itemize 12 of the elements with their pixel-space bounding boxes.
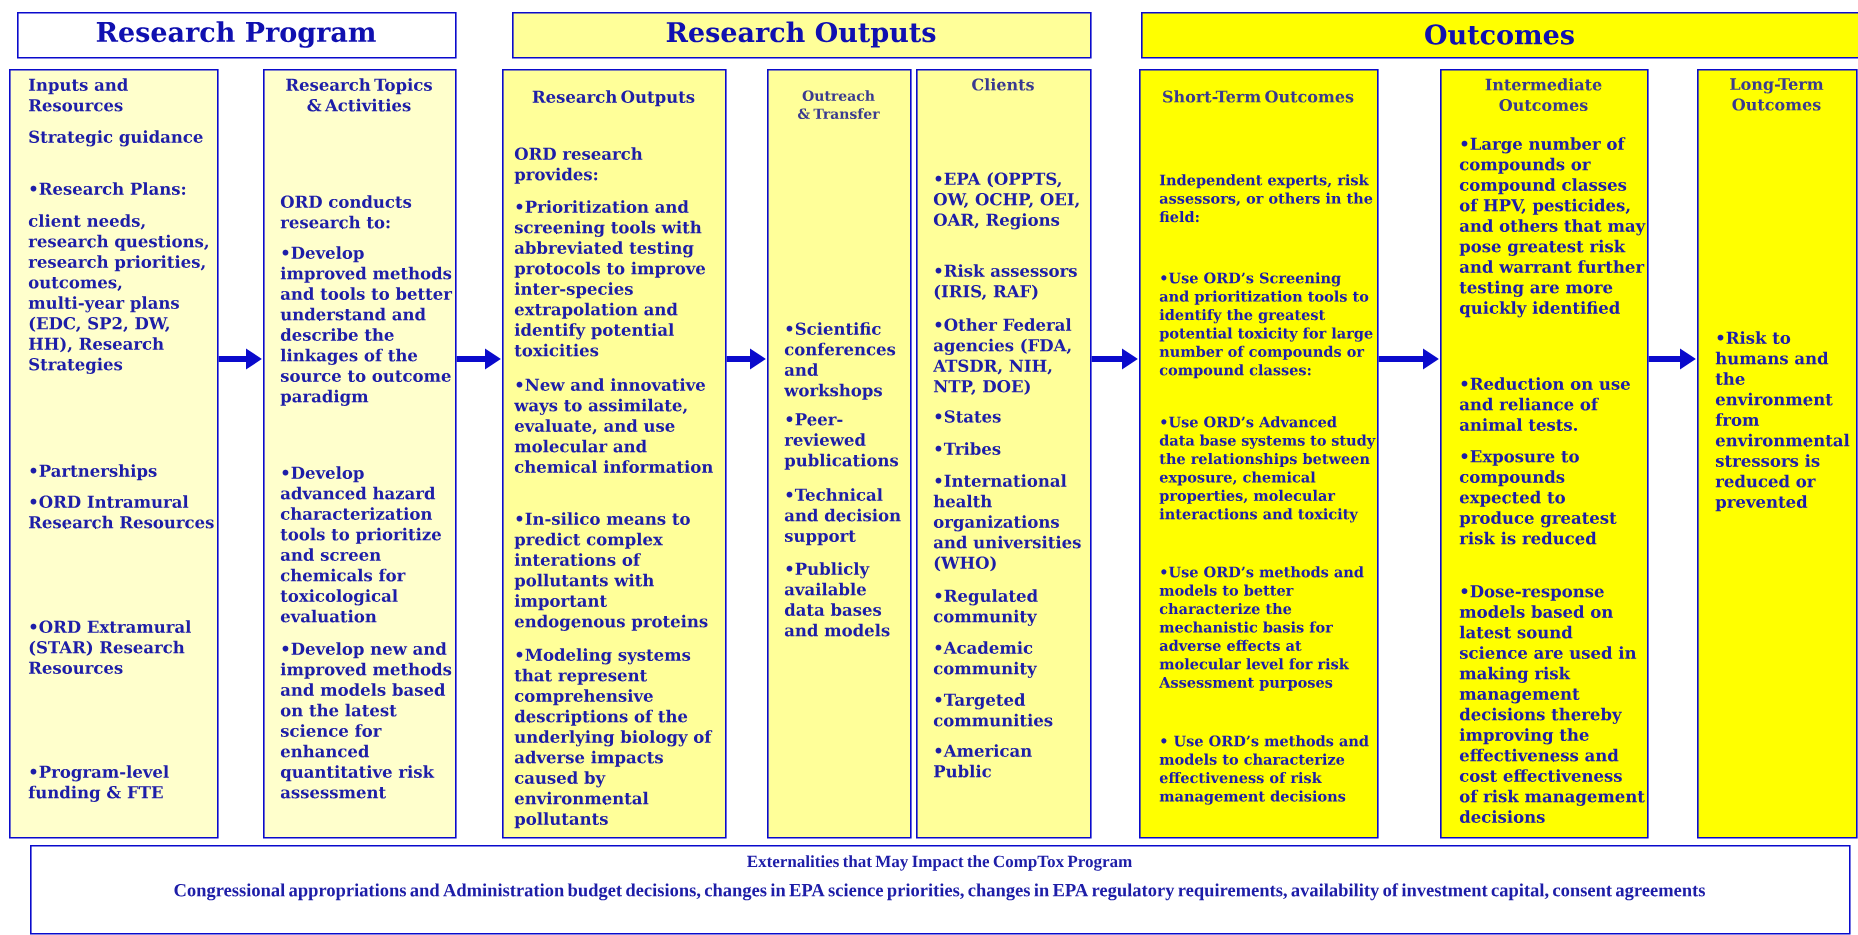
section-header-band: Outcomes: [1141, 12, 1858, 59]
section-header-band: Research Outputs: [512, 12, 1092, 59]
column-box: Short-Term Outcomes Independent experts, risk assessors, or others in the field: •Use ORD’s Screening and prioritization tools to identify the greatest potential toxicity for large number of compounds or compound classes: •Use ORD’s Advanced data base systems to study the relationships between exposure, chemical properties, molecular interactions and toxicity •Use ORD’s methods and models to better characterize the mechanistic basis for adverse effects at molecular level for risk Assessment purposes • Use ORD’s methods and models to characterize effectiveness of risk management decisions: [1139, 69, 1379, 839]
section-header-band: Research Program: [17, 12, 457, 59]
column-box: Inputs and Resources Strategic guidance •Research Plans: client needs, research questions, research priorities, outcomes, multi-year plans (EDC, SP2, DW, HH), Research Strategies •Partnerships •ORD Intramural Research Resources •ORD Extramural (STAR) Research Resources •Program-level funding & FTE: [9, 69, 219, 839]
column-box: Clients •EPA (OPPTS, OW, OCHP, OEI, OAR, Regions •Risk assessors (IRIS, RAF) •Other Federal agencies (FDA, ATSDR, NIH, NTP, DOE) •States •Tribes •International health organizations and universities (WHO) •Regulated community •Academic community •Targeted communities •American Public: [916, 69, 1092, 839]
column-box: Outreach & Transfer •Scientific conferences and workshops •Peer-reviewed publications •Technical and decision support •Publicly available data bases and models: [767, 69, 912, 839]
column-box: Long-Term Outcomes •Risk to humans and the environment from environmental stressors is reduced or prevented: [1697, 69, 1858, 839]
column-box: Research Outputs ORD research provides: •Prioritization and screening tools with abbreviated testing protocols to improve inter-species extrapolation and identify potential toxicities •New and innovative ways to assimilate, evaluate, and use molecular and chemical information •In-silico means to predict complex interations of pollutants with important endogenous proteins •Modeling systems that represent comprehensive descriptions of the underlying biology of adverse impacts caused by environmental pollutants: [502, 69, 727, 839]
column-box: Research Topics & Activities ORD conducts research to: •Develop improved methods and tools to better understand and describe the linkages of the source to outcome paradigm •Develop advanced hazard characterization tools to prioritize and screen chemicals for toxicological evaluation •Develop new and improved methods and models based on the latest science for enhanced quantitative risk assessment: [263, 69, 457, 839]
column-box: Intermediate Outcomes •Large number of compounds or compound classes of HPV, pesticides, and others that may pose greatest risk and warrant further testing are more quickly identified •Reduction on use and reliance of animal tests. •Exposure to compounds expected to produce greatest risk is reduced •Dose-response models based on latest sound science are used in making risk management decisions thereby improving the effectiveness and cost effectiveness of risk management decisions: [1440, 69, 1649, 839]
externalities-box: Externalities that May Impact the CompTox Program Congressional appropriations and Administration budget decisions, changes in EPA science priorities, changes in EPA regulatory requirements, availability of investment capital, consent agreements: [30, 845, 1851, 935]
